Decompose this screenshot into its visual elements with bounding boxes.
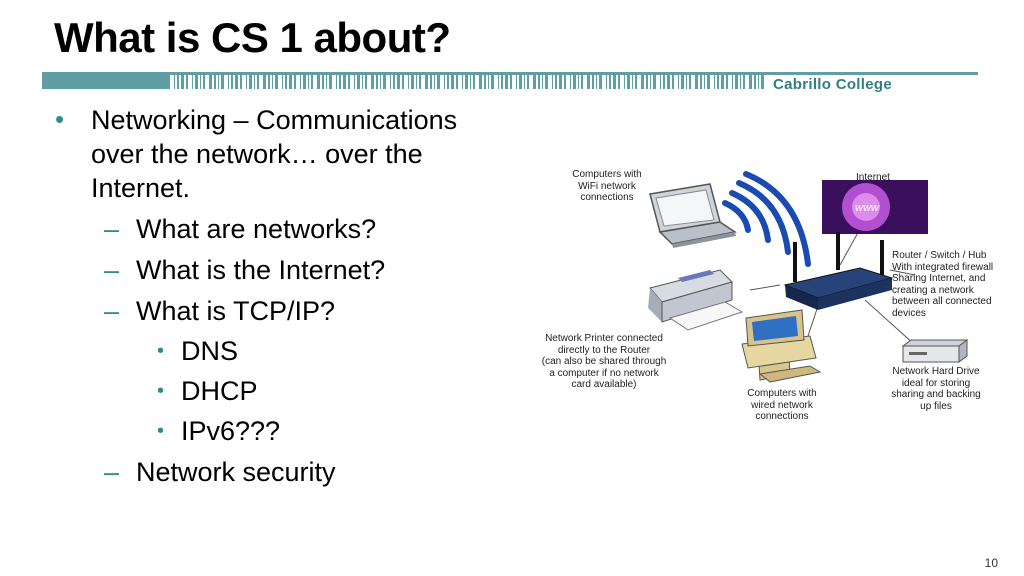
- bullet-marker: •: [157, 420, 165, 442]
- dash-marker: –: [104, 457, 120, 487]
- bullet-marker: •: [157, 340, 165, 362]
- network-diagram-graphic: www: [648, 171, 969, 383]
- label-line: Router / Switch / Hub: [892, 250, 987, 261]
- sub-bullet-text: What is TCP/IP?: [136, 296, 336, 326]
- dash-marker: –: [104, 214, 120, 244]
- label-line: Network Printer connected: [545, 333, 663, 344]
- label-line: WiFi network: [578, 180, 636, 192]
- laptop-label: Computers with WiFi network connections: [562, 169, 652, 204]
- label-line: a computer if no network: [549, 367, 659, 379]
- printer-label: Network Printer connected directly to th…: [526, 333, 682, 391]
- network-diagram: www: [520, 160, 1024, 440]
- globe-text: www: [855, 202, 880, 214]
- label-line: directly to the Router: [557, 344, 651, 356]
- label-line: Computers with: [572, 169, 642, 180]
- sub-bullet-text: What are networks?: [136, 214, 377, 244]
- sub-bullet-networks: – What are networks?: [58, 212, 498, 246]
- laptop-icon: [649, 183, 737, 248]
- sub-bullet-tcpip: – What is TCP/IP?: [58, 294, 498, 328]
- sub-sub-bullet-dhcp: • DHCP: [58, 374, 498, 408]
- page-number: 10: [984, 556, 998, 570]
- sub-sub-bullet-text: DHCP: [181, 376, 258, 406]
- sub-bullet-security: – Network security: [58, 455, 498, 489]
- label-line: wired network: [751, 399, 813, 411]
- label-line: up files: [920, 400, 952, 412]
- internet-label: Internet: [856, 172, 890, 183]
- desktop-label: Computers with wired network connections: [732, 388, 832, 423]
- dash-marker: –: [104, 255, 120, 285]
- hard-drive-icon: [901, 339, 969, 363]
- sub-bullet-text: What is the Internet?: [136, 255, 386, 285]
- bullet-networking: • Networking – Communications over the n…: [55, 103, 498, 205]
- label-line: between all connected: [892, 296, 992, 307]
- printer-icon: [648, 269, 744, 331]
- sub-sub-bullet-ipv6: • IPv6???: [58, 414, 498, 448]
- internet-globe-icon: www: [822, 180, 928, 234]
- hard-drive-label: Network Hard Drive ideal for storing sha…: [878, 366, 994, 412]
- header-rule: [42, 72, 978, 89]
- label-line: connections: [580, 192, 634, 203]
- label-line: With integrated firewall: [892, 261, 994, 273]
- bullet-list: • Networking – Communications over the n…: [55, 100, 498, 489]
- dash-marker: –: [104, 296, 120, 326]
- desktop-computer-icon: [741, 309, 822, 383]
- bullet-text: Networking – Communications over the net…: [91, 105, 458, 203]
- bullet-marker: •: [55, 104, 65, 134]
- bullet-marker: •: [157, 380, 165, 402]
- label-line: (can also be shared through: [541, 356, 667, 367]
- brand-name: Cabrillo College: [773, 76, 892, 93]
- sub-sub-bullet-dns: • DNS: [58, 334, 498, 368]
- sub-sub-bullet-text: IPv6???: [181, 416, 281, 446]
- sub-sub-bullet-text: DNS: [181, 336, 239, 366]
- label-line: sharing and backing: [891, 389, 981, 400]
- label-line: creating a network: [892, 284, 974, 296]
- label-line: Network Hard Drive: [892, 366, 980, 377]
- label-line: devices: [892, 307, 926, 319]
- router-icon: [783, 232, 894, 310]
- sub-bullet-text: Network security: [136, 457, 336, 487]
- sub-bullet-internet: – What is the Internet?: [58, 253, 498, 287]
- label-line: Sharing Internet, and: [892, 273, 986, 284]
- label-line: ideal for storing: [901, 377, 971, 389]
- label-line: connections: [755, 411, 809, 422]
- label-line: card available): [571, 379, 637, 390]
- label-line: Computers with: [747, 388, 817, 399]
- wifi-waves-icon: [722, 171, 811, 267]
- router-label: Router / Switch / Hub With integrated fi…: [892, 250, 1022, 319]
- slide-title: What is CS 1 about?: [54, 14, 451, 61]
